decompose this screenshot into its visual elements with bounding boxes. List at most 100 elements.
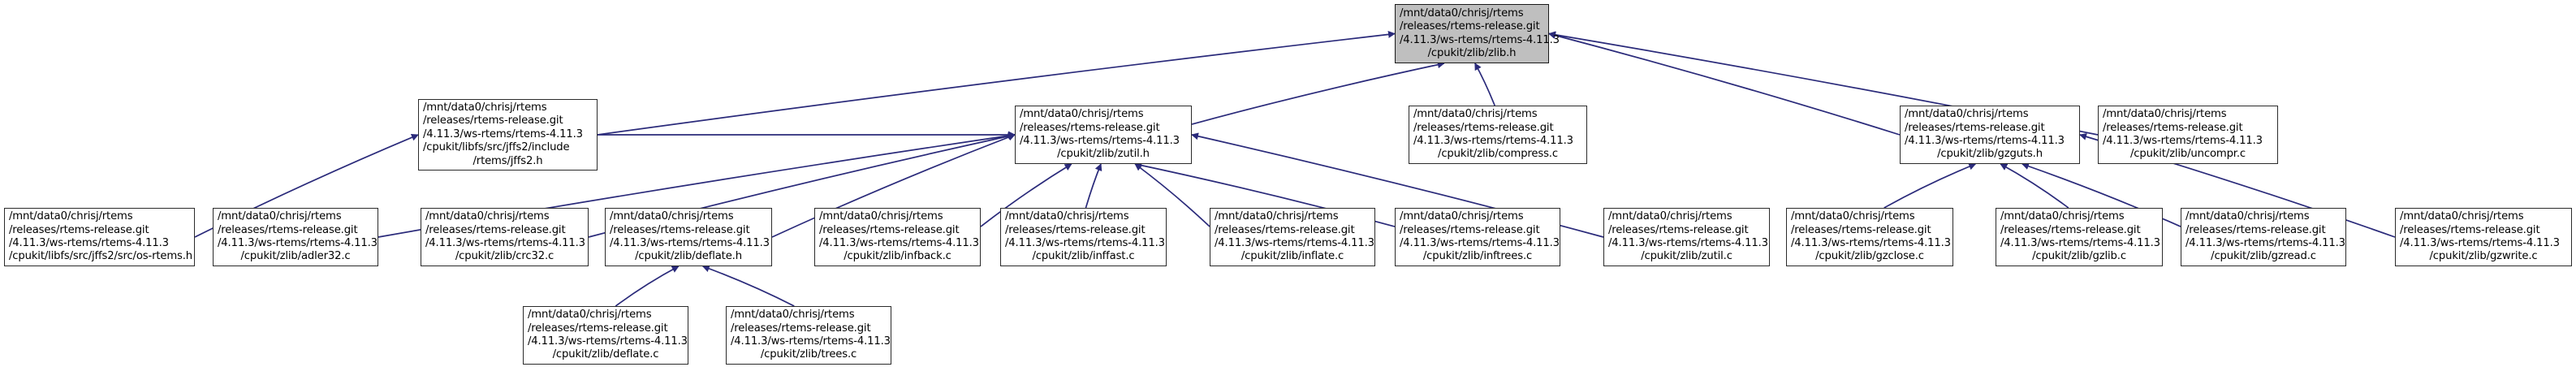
node-label-line: /mnt/data0/chrisj/rtems xyxy=(2103,108,2227,121)
node-label-line: /4.11.3/ws-rtems/rtems-4.11.3 xyxy=(1905,135,2065,147)
graph-node-inffast-c[interactable]: /mnt/data0/chrisj/rtems/releases/rtems-r… xyxy=(1000,208,1167,266)
edge-trees-c-to-deflate-h xyxy=(701,265,795,307)
node-label-line: /4.11.3/ws-rtems/rtems-4.11.3 xyxy=(2103,135,2263,147)
edge-inffast-c-to-zutil-h xyxy=(1085,163,1102,209)
graph-node-deflate-c[interactable]: /mnt/data0/chrisj/rtems/releases/rtems-r… xyxy=(523,306,688,365)
graph-node-deflate-h[interactable]: /mnt/data0/chrisj/rtems/releases/rtems-r… xyxy=(605,208,772,266)
graph-node-gzguts-h[interactable]: /mnt/data0/chrisj/rtems/releases/rtems-r… xyxy=(1900,106,2080,164)
node-label-line: /cpukit/zlib/deflate.c xyxy=(552,348,659,361)
node-label-line: /releases/rtems-release.git xyxy=(819,223,960,236)
node-label-line: /mnt/data0/chrisj/rtems xyxy=(1413,108,1538,121)
node-label-line: /mnt/data0/chrisj/rtems xyxy=(528,309,652,322)
node-label-line: /4.11.3/ws-rtems/rtems-4.11.3 xyxy=(1608,237,1768,249)
node-label-line: /4.11.3/ws-rtems/rtems-4.11.3 xyxy=(1400,237,1560,249)
node-label-line: /releases/rtems-release.git xyxy=(2186,223,2326,236)
node-label-line: /cpukit/zlib/inffast.c xyxy=(1032,250,1135,263)
node-label-line: /releases/rtems-release.git xyxy=(1215,223,1355,236)
graph-node-gzlib-c[interactable]: /mnt/data0/chrisj/rtems/releases/rtems-r… xyxy=(1996,208,2163,266)
node-label-line: /mnt/data0/chrisj/rtems xyxy=(425,210,550,223)
node-label-line: /4.11.3/ws-rtems/rtems-4.11.3 xyxy=(1413,135,1573,147)
node-label-line: /releases/rtems-release.git xyxy=(1608,223,1749,236)
node-label-line: /mnt/data0/chrisj/rtems xyxy=(9,210,133,223)
node-label-line: /releases/rtems-release.git xyxy=(1400,20,1540,33)
graph-node-gzclose-c[interactable]: /mnt/data0/chrisj/rtems/releases/rtems-r… xyxy=(1786,208,1953,266)
graph-node-inftrees-c[interactable]: /mnt/data0/chrisj/rtems/releases/rtems-r… xyxy=(1395,208,1560,266)
edge-jffs2-h-to-zlib-h xyxy=(597,30,1396,136)
node-label-line: /releases/rtems-release.git xyxy=(425,223,566,236)
node-label-line: /cpukit/libfs/src/jffs2/include xyxy=(423,141,570,154)
edge-compress-c-to-zlib-h xyxy=(1474,63,1495,106)
graph-node-uncompr-c[interactable]: /mnt/data0/chrisj/rtems/releases/rtems-r… xyxy=(2098,106,2278,164)
node-label-line: /releases/rtems-release.git xyxy=(218,223,358,236)
graph-node-jffs2-h[interactable]: /mnt/data0/chrisj/rtems/releases/rtems-r… xyxy=(418,99,598,171)
node-label-line: /cpukit/zlib/infback.c xyxy=(844,250,951,263)
node-label-line: /releases/rtems-release.git xyxy=(2400,223,2540,236)
node-label-line: /mnt/data0/chrisj/rtems xyxy=(2400,210,2524,223)
node-label-line: /4.11.3/ws-rtems/rtems-4.11.3 xyxy=(528,335,688,348)
edge-deflate-c-to-deflate-h xyxy=(615,266,680,307)
node-label-line: /mnt/data0/chrisj/rtems xyxy=(1005,210,1129,223)
node-label-line: /cpukit/zlib/inflate.c xyxy=(1241,250,1344,263)
graph-node-gzread-c[interactable]: /mnt/data0/chrisj/rtems/releases/rtems-r… xyxy=(2181,208,2346,266)
node-label-line: /releases/rtems-release.git xyxy=(2000,223,2141,236)
graph-node-zutil-c[interactable]: /mnt/data0/chrisj/rtems/releases/rtems-r… xyxy=(1603,208,1770,266)
node-label-line: /4.11.3/ws-rtems/rtems-4.11.3 xyxy=(610,237,770,249)
node-label-line: /releases/rtems-release.git xyxy=(1905,121,2045,134)
node-label-line: /cpukit/zlib/gzread.c xyxy=(2211,250,2316,263)
node-label-line: /mnt/data0/chrisj/rtems xyxy=(423,101,547,114)
node-label-line: /releases/rtems-release.git xyxy=(423,114,563,127)
node-label-line: /mnt/data0/chrisj/rtems xyxy=(1905,108,2029,121)
node-label-line: /mnt/data0/chrisj/rtems xyxy=(1020,108,1144,121)
node-label-line: /cpukit/zlib/inftrees.c xyxy=(1422,250,1533,263)
node-label-line: /4.11.3/ws-rtems/rtems-4.11.3 xyxy=(2186,237,2345,249)
edge-gzclose-c-to-gzguts-h xyxy=(1883,162,1977,209)
node-label-line: /releases/rtems-release.git xyxy=(1400,223,1540,236)
edge-gzlib-c-to-gzguts-h xyxy=(2000,163,2069,209)
node-label-line: /releases/rtems-release.git xyxy=(9,223,149,236)
node-label-line: /4.11.3/ws-rtems/rtems-4.11.3 xyxy=(1005,237,1165,249)
node-label-line: /4.11.3/ws-rtems/rtems-4.11.3 xyxy=(1400,33,1560,46)
graph-node-inflate-c[interactable]: /mnt/data0/chrisj/rtems/releases/rtems-r… xyxy=(1210,208,1375,266)
node-label-line: /4.11.3/ws-rtems/rtems-4.11.3 xyxy=(1791,237,1951,249)
node-label-line: /4.11.3/ws-rtems/rtems-4.11.3 xyxy=(423,127,583,140)
node-label-line: /cpukit/zlib/adler32.c xyxy=(240,250,351,263)
node-label-line: /releases/rtems-release.git xyxy=(731,322,871,335)
edge-gzguts-h-to-zlib-h xyxy=(1548,32,1901,136)
node-label-line: /releases/rtems-release.git xyxy=(1020,121,1160,134)
node-label-line: /releases/rtems-release.git xyxy=(528,322,668,335)
node-label-line: /mnt/data0/chrisj/rtems xyxy=(1791,210,1915,223)
node-label-line: /mnt/data0/chrisj/rtems xyxy=(1400,210,1524,223)
graph-node-zutil-h[interactable]: /mnt/data0/chrisj/rtems/releases/rtems-r… xyxy=(1015,106,1192,164)
graph-node-adler32-c[interactable]: /mnt/data0/chrisj/rtems/releases/rtems-r… xyxy=(213,208,378,266)
node-label-line: /mnt/data0/chrisj/rtems xyxy=(731,309,855,322)
node-label-line: /releases/rtems-release.git xyxy=(1791,223,1931,236)
node-label-line: /4.11.3/ws-rtems/rtems-4.11.3 xyxy=(731,335,891,348)
graph-node-zlib-h[interactable]: /mnt/data0/chrisj/rtems/releases/rtems-r… xyxy=(1395,4,1560,63)
node-label-line: /cpukit/zlib/gzclose.c xyxy=(1815,250,1924,263)
node-label-line: /cpukit/zlib/zlib.h xyxy=(1427,46,1517,59)
graph-node-gzwrite-c[interactable]: /mnt/data0/chrisj/rtems/releases/rtems-r… xyxy=(2395,208,2572,266)
node-label-line: /cpukit/zlib/deflate.h xyxy=(635,250,742,263)
node-label-line: /cpukit/zlib/crc32.c xyxy=(455,250,554,263)
node-label-line: /cpukit/zlib/uncompr.c xyxy=(2129,148,2246,161)
node-label-line: /4.11.3/ws-rtems/rtems-4.11.3 xyxy=(1215,237,1374,249)
graph-node-os-rtems-h[interactable]: /mnt/data0/chrisj/rtems/releases/rtems-r… xyxy=(4,208,195,266)
node-label-line: /releases/rtems-release.git xyxy=(1005,223,1146,236)
node-label-line: /mnt/data0/chrisj/rtems xyxy=(1608,210,1732,223)
node-label-line: /cpukit/zlib/gzwrite.c xyxy=(2429,250,2538,263)
node-label-line: /cpukit/zlib/trees.c xyxy=(760,348,857,361)
node-label-line: /cpukit/zlib/compress.c xyxy=(1438,148,1558,161)
graph-node-crc32-c[interactable]: /mnt/data0/chrisj/rtems/releases/rtems-r… xyxy=(421,208,589,266)
node-label-line: /cpukit/zlib/zutil.h xyxy=(1057,148,1150,161)
node-label-line: /4.11.3/ws-rtems/rtems-4.11.3 xyxy=(2400,237,2560,249)
node-label-line: /cpukit/libfs/src/jffs2/src/os-rtems.h xyxy=(9,250,193,263)
node-label-line: /rtems/jffs2.h xyxy=(472,154,543,167)
node-label-line: /cpukit/zlib/gzlib.c xyxy=(2032,250,2126,263)
graph-node-compress-c[interactable]: /mnt/data0/chrisj/rtems/releases/rtems-r… xyxy=(1409,106,1587,164)
node-label-line: /4.11.3/ws-rtems/rtems-4.11.3 xyxy=(218,237,378,249)
graph-node-infback-c[interactable]: /mnt/data0/chrisj/rtems/releases/rtems-r… xyxy=(814,208,981,266)
node-label-line: /releases/rtems-release.git xyxy=(2103,121,2243,134)
node-label-line: /4.11.3/ws-rtems/rtems-4.11.3 xyxy=(1020,135,1180,147)
graph-node-trees-c[interactable]: /mnt/data0/chrisj/rtems/releases/rtems-r… xyxy=(726,306,891,365)
